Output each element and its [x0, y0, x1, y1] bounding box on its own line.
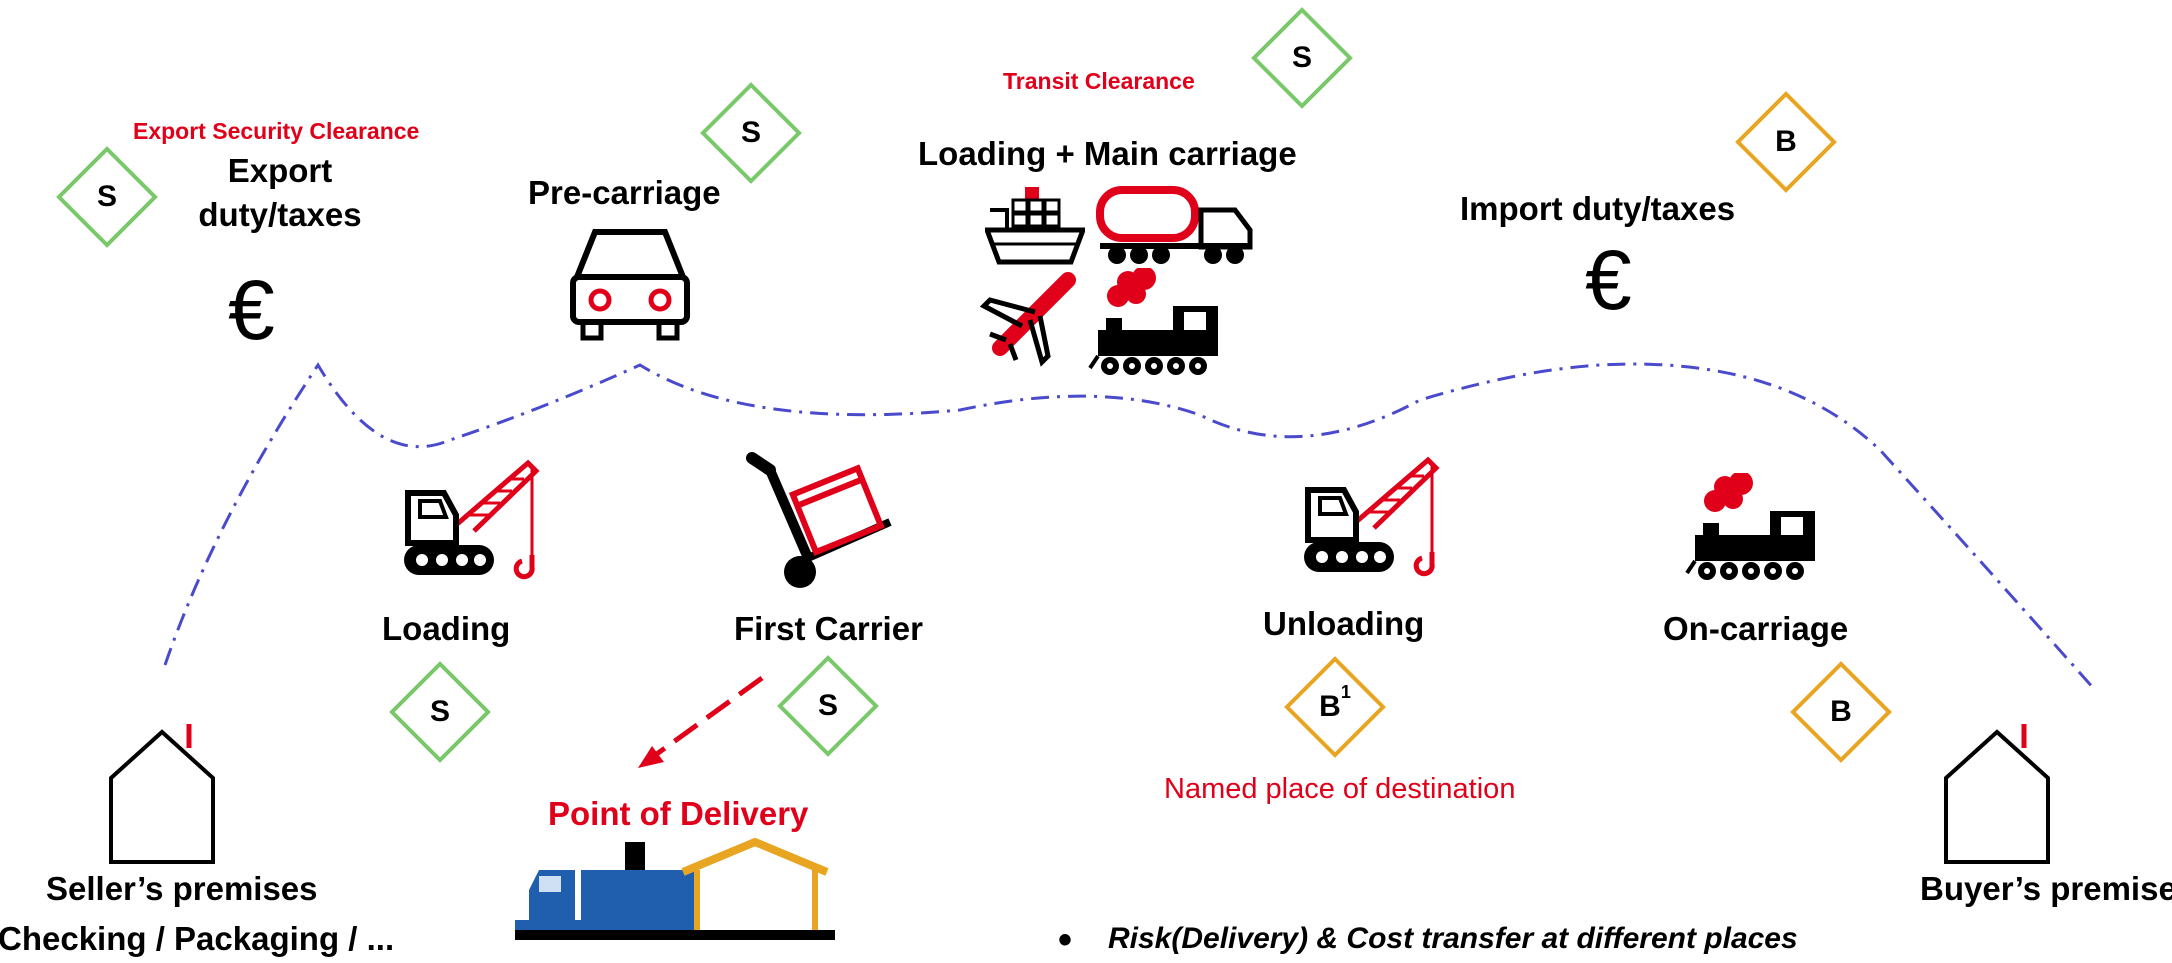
buyer-house-icon: [1944, 724, 2050, 864]
euro-icon-import: €: [1585, 233, 1632, 327]
tanker-truck-icon: [1096, 186, 1253, 264]
train-icon-on-carriage: [1685, 473, 1815, 580]
first-carrier-badge-text: S: [817, 689, 838, 722]
delivery-arrow: [638, 675, 764, 768]
incoterms-diagram: Export Security Clearance S Export duty/…: [0, 7, 2172, 962]
transit-badge-text: S: [1291, 41, 1312, 74]
buyer-premises-label: Buyer’s premises: [1920, 870, 2172, 907]
transit-clearance-label: Transit Clearance: [1003, 68, 1195, 94]
truck-warehouse-icon: [515, 838, 835, 940]
euro-icon-export: €: [228, 263, 275, 357]
loading-badge-text: S: [429, 695, 450, 728]
bullet-partial-text: Risk(Delivery) & Cost transfer at differ…: [1108, 922, 1798, 955]
bottom-left-partial-text: Checking / Packaging / ...: [0, 920, 395, 957]
seller-house-icon: [109, 724, 215, 864]
named-place-label: Named place of destination: [1164, 773, 1516, 805]
on-carriage-badge-text: B: [1830, 695, 1852, 728]
on-carriage-label: On-carriage: [1663, 610, 1849, 647]
unloading-label: Unloading: [1263, 605, 1425, 642]
train-icon-main: [1088, 268, 1218, 375]
loading-label: Loading: [382, 610, 511, 647]
airplane-icon: [980, 272, 1076, 367]
ship-icon: [985, 187, 1085, 265]
point-of-delivery-label: Point of Delivery: [548, 795, 809, 832]
pre-carriage-label: Pre-carriage: [528, 174, 721, 211]
crane-icon-loading: [404, 459, 540, 580]
import-duty-label: Import duty/taxes: [1460, 190, 1736, 227]
import-duty-badge-text: B: [1775, 125, 1797, 158]
route-curve: [163, 362, 2097, 691]
main-carriage-label: Loading + Main carriage: [918, 135, 1297, 172]
seller-premises-label: Seller’s premises: [46, 870, 318, 907]
bullet-icon: •: [1058, 918, 1073, 962]
crane-icon-unloading: [1304, 456, 1440, 577]
export-security-label: Export Security Clearance: [133, 118, 420, 144]
export-duty-label-line2: duty/taxes: [198, 196, 362, 233]
export-clearance-badge-text: S: [96, 180, 117, 213]
unloading-badge-text: B1: [1319, 682, 1351, 723]
car-icon: [570, 229, 690, 341]
pre-carriage-badge-text: S: [740, 116, 761, 149]
hand-truck-icon: [746, 452, 892, 588]
first-carrier-label: First Carrier: [734, 610, 923, 647]
export-duty-label-line1: Export: [227, 152, 333, 189]
